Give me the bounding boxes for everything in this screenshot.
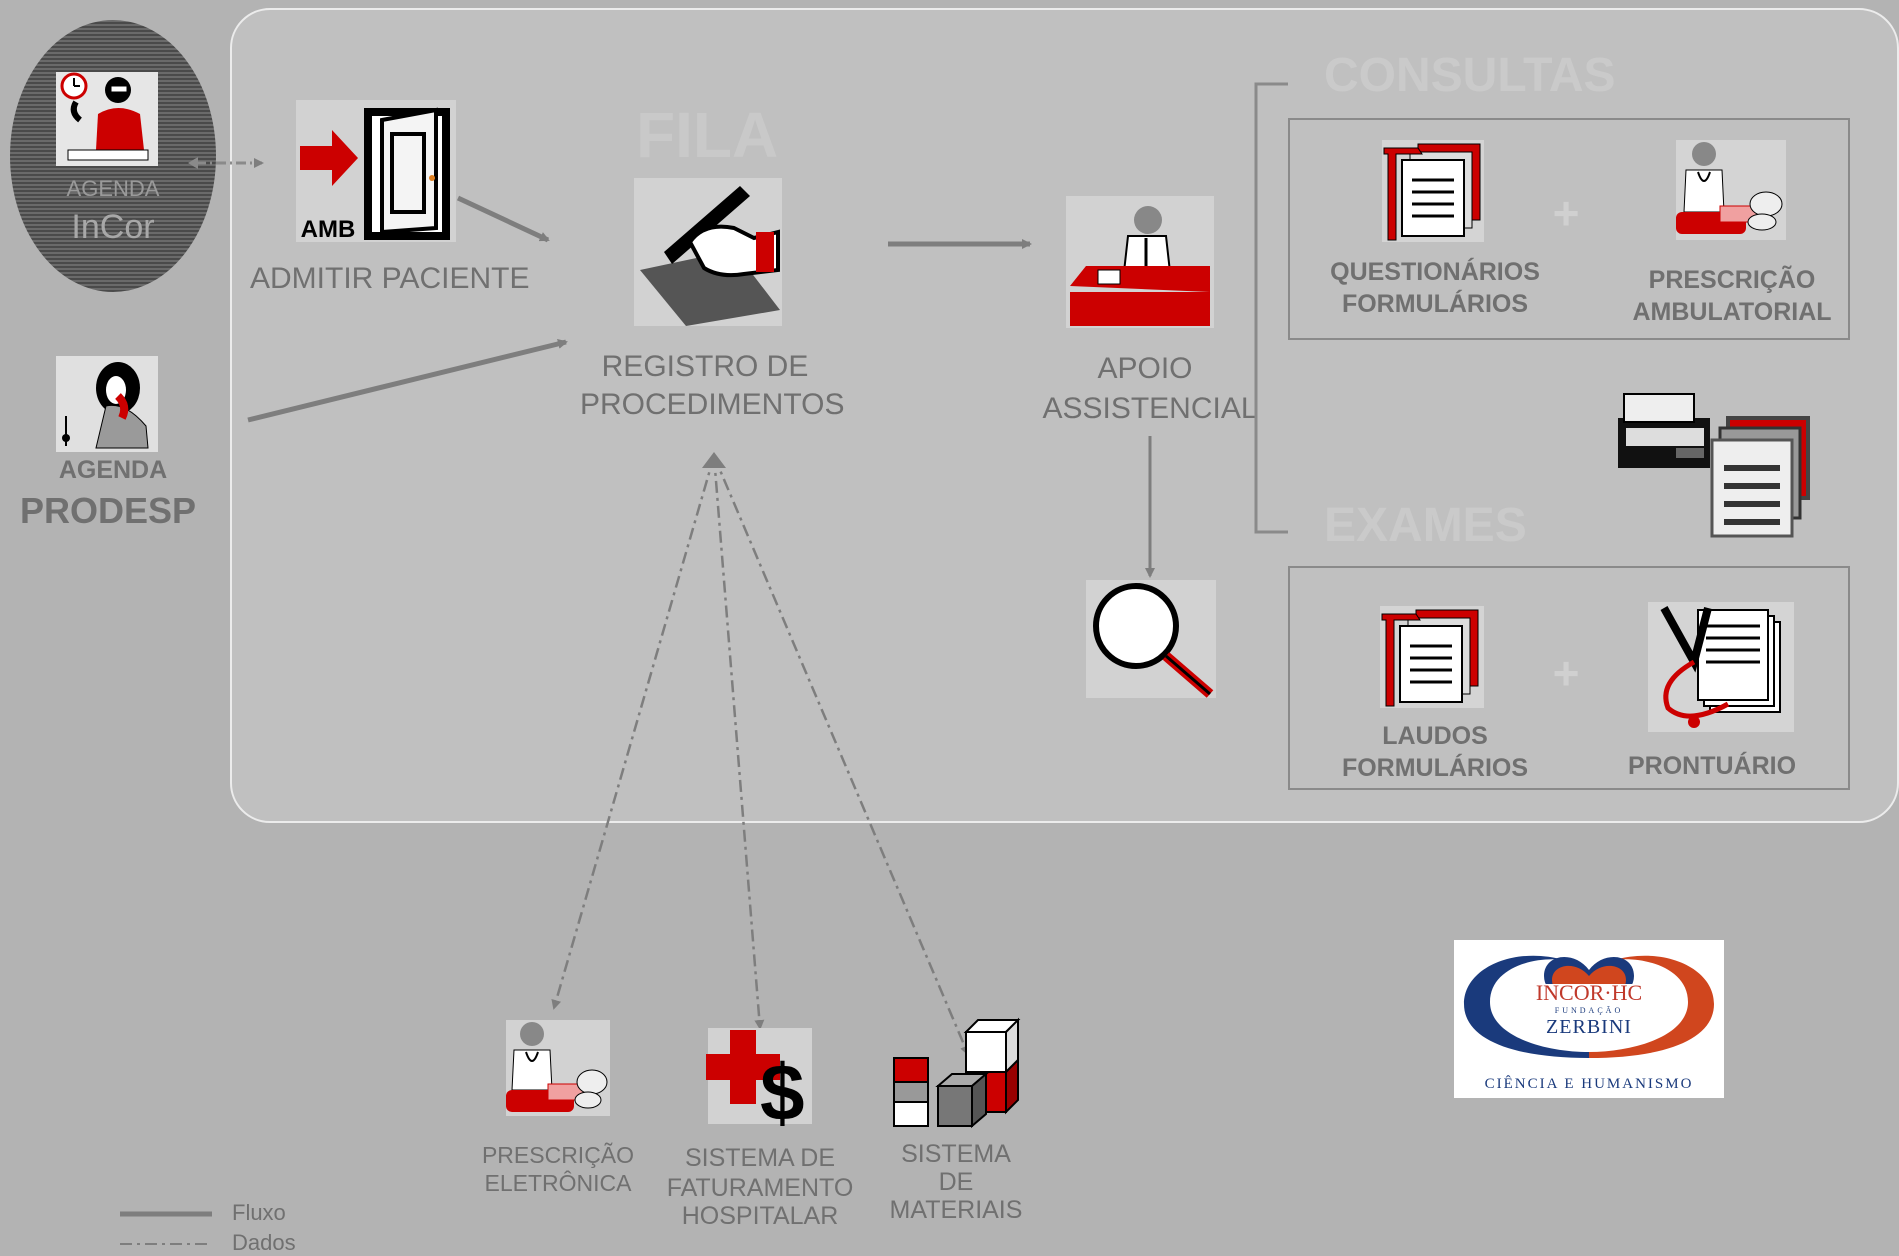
legend-fluxo-label: Fluxo <box>232 1200 286 1225</box>
consultas-plus: + <box>1552 187 1580 239</box>
consultas-box <box>1288 118 1850 340</box>
agenda-prodesp-label-1: AGENDA <box>58 456 168 484</box>
printer-documents-icon <box>1616 388 1812 540</box>
agenda-incor-icon <box>56 72 158 166</box>
flow-admitir-to-registro <box>456 195 550 243</box>
materiais-label-3: MATERIAIS <box>889 1196 1023 1224</box>
prescricao-eletronica-icon <box>506 1020 610 1116</box>
magnifier-icon <box>1086 580 1216 698</box>
apoio-label-2: ASSISTENCIAL <box>1042 392 1258 425</box>
faturamento-icon: $ <box>706 1028 812 1137</box>
legend-dados-label: Dados <box>232 1230 296 1255</box>
consultas-title: CONSULTAS <box>1324 49 1616 102</box>
agenda-incor-label-1: AGENDA <box>66 176 160 201</box>
fila-title: FILA <box>636 99 779 171</box>
apoio-label-1: APOIO <box>1097 352 1193 385</box>
materiais-label-2: DE <box>938 1168 974 1196</box>
faturamento-label-1: SISTEMA DE <box>684 1144 836 1172</box>
incor-zerbini-logo <box>1454 940 1724 1098</box>
agenda-incor-data-link <box>188 157 264 169</box>
admitir-paciente-label: ADMITIR PACIENTE <box>250 262 530 295</box>
group-bracket <box>1254 82 1288 534</box>
apoio-assistencial-icon <box>1066 196 1214 328</box>
exames-box <box>1288 566 1850 790</box>
prescricao-amb-label-2: AMBULATORIAL <box>1632 298 1832 326</box>
flow-prodesp-to-registro <box>247 339 568 423</box>
questionarios-label-1: QUESTIONÁRIOS <box>1330 258 1540 286</box>
logo-zerbini: ZERBINI <box>1546 1016 1632 1038</box>
laudos-label-2: FORMULÁRIOS <box>1341 754 1529 782</box>
svg-text:$: $ <box>760 1048 805 1137</box>
questionarios-icon <box>1382 140 1484 242</box>
data-links-systems <box>551 455 970 1056</box>
laudos-icon <box>1380 606 1484 708</box>
laudos-label-1: LAUDOS <box>1382 722 1488 750</box>
materiais-icon <box>892 1017 1024 1130</box>
door-icon <box>296 100 456 242</box>
amb-badge: AMB <box>300 216 356 243</box>
prescricao-amb-label-1: PRESCRIÇÃO <box>1648 266 1816 294</box>
exames-title: EXAMES <box>1324 499 1527 552</box>
exames-plus: + <box>1552 647 1580 699</box>
registro-label-1: REGISTRO DE <box>601 350 809 383</box>
logo-fundacao: FUNDAÇÃO <box>1554 1006 1624 1015</box>
agenda-incor-label-2: InCor <box>71 208 155 246</box>
agenda-prodesp-label-2: PRODESP <box>19 490 197 531</box>
materiais-label-1: SISTEMA <box>901 1140 1011 1168</box>
logo-tagline: CIÊNCIA E HUMANISMO <box>1484 1076 1694 1092</box>
questionarios-label-2: FORMULÁRIOS <box>1341 290 1529 318</box>
prescricao-eletronica-label-1: PRESCRIÇÃO <box>481 1142 635 1168</box>
registro-label-2: PROCEDIMENTOS <box>580 388 845 421</box>
logo-incor-hc: INCOR·HC <box>1535 980 1643 1005</box>
faturamento-label-2: FATURAMENTO <box>666 1174 854 1202</box>
registro-icon <box>634 178 782 326</box>
faturamento-label-3: HOSPITALAR <box>681 1202 839 1230</box>
main-panel <box>230 8 1899 823</box>
prescricao-ambulatorial-icon <box>1676 140 1786 240</box>
prontuario-icon <box>1648 602 1794 732</box>
agenda-prodesp-icon <box>56 356 158 452</box>
prescricao-eletronica-label-2: ELETRÔNICA <box>484 1170 632 1196</box>
prontuario-label: PRONTUÁRIO <box>1627 752 1797 780</box>
